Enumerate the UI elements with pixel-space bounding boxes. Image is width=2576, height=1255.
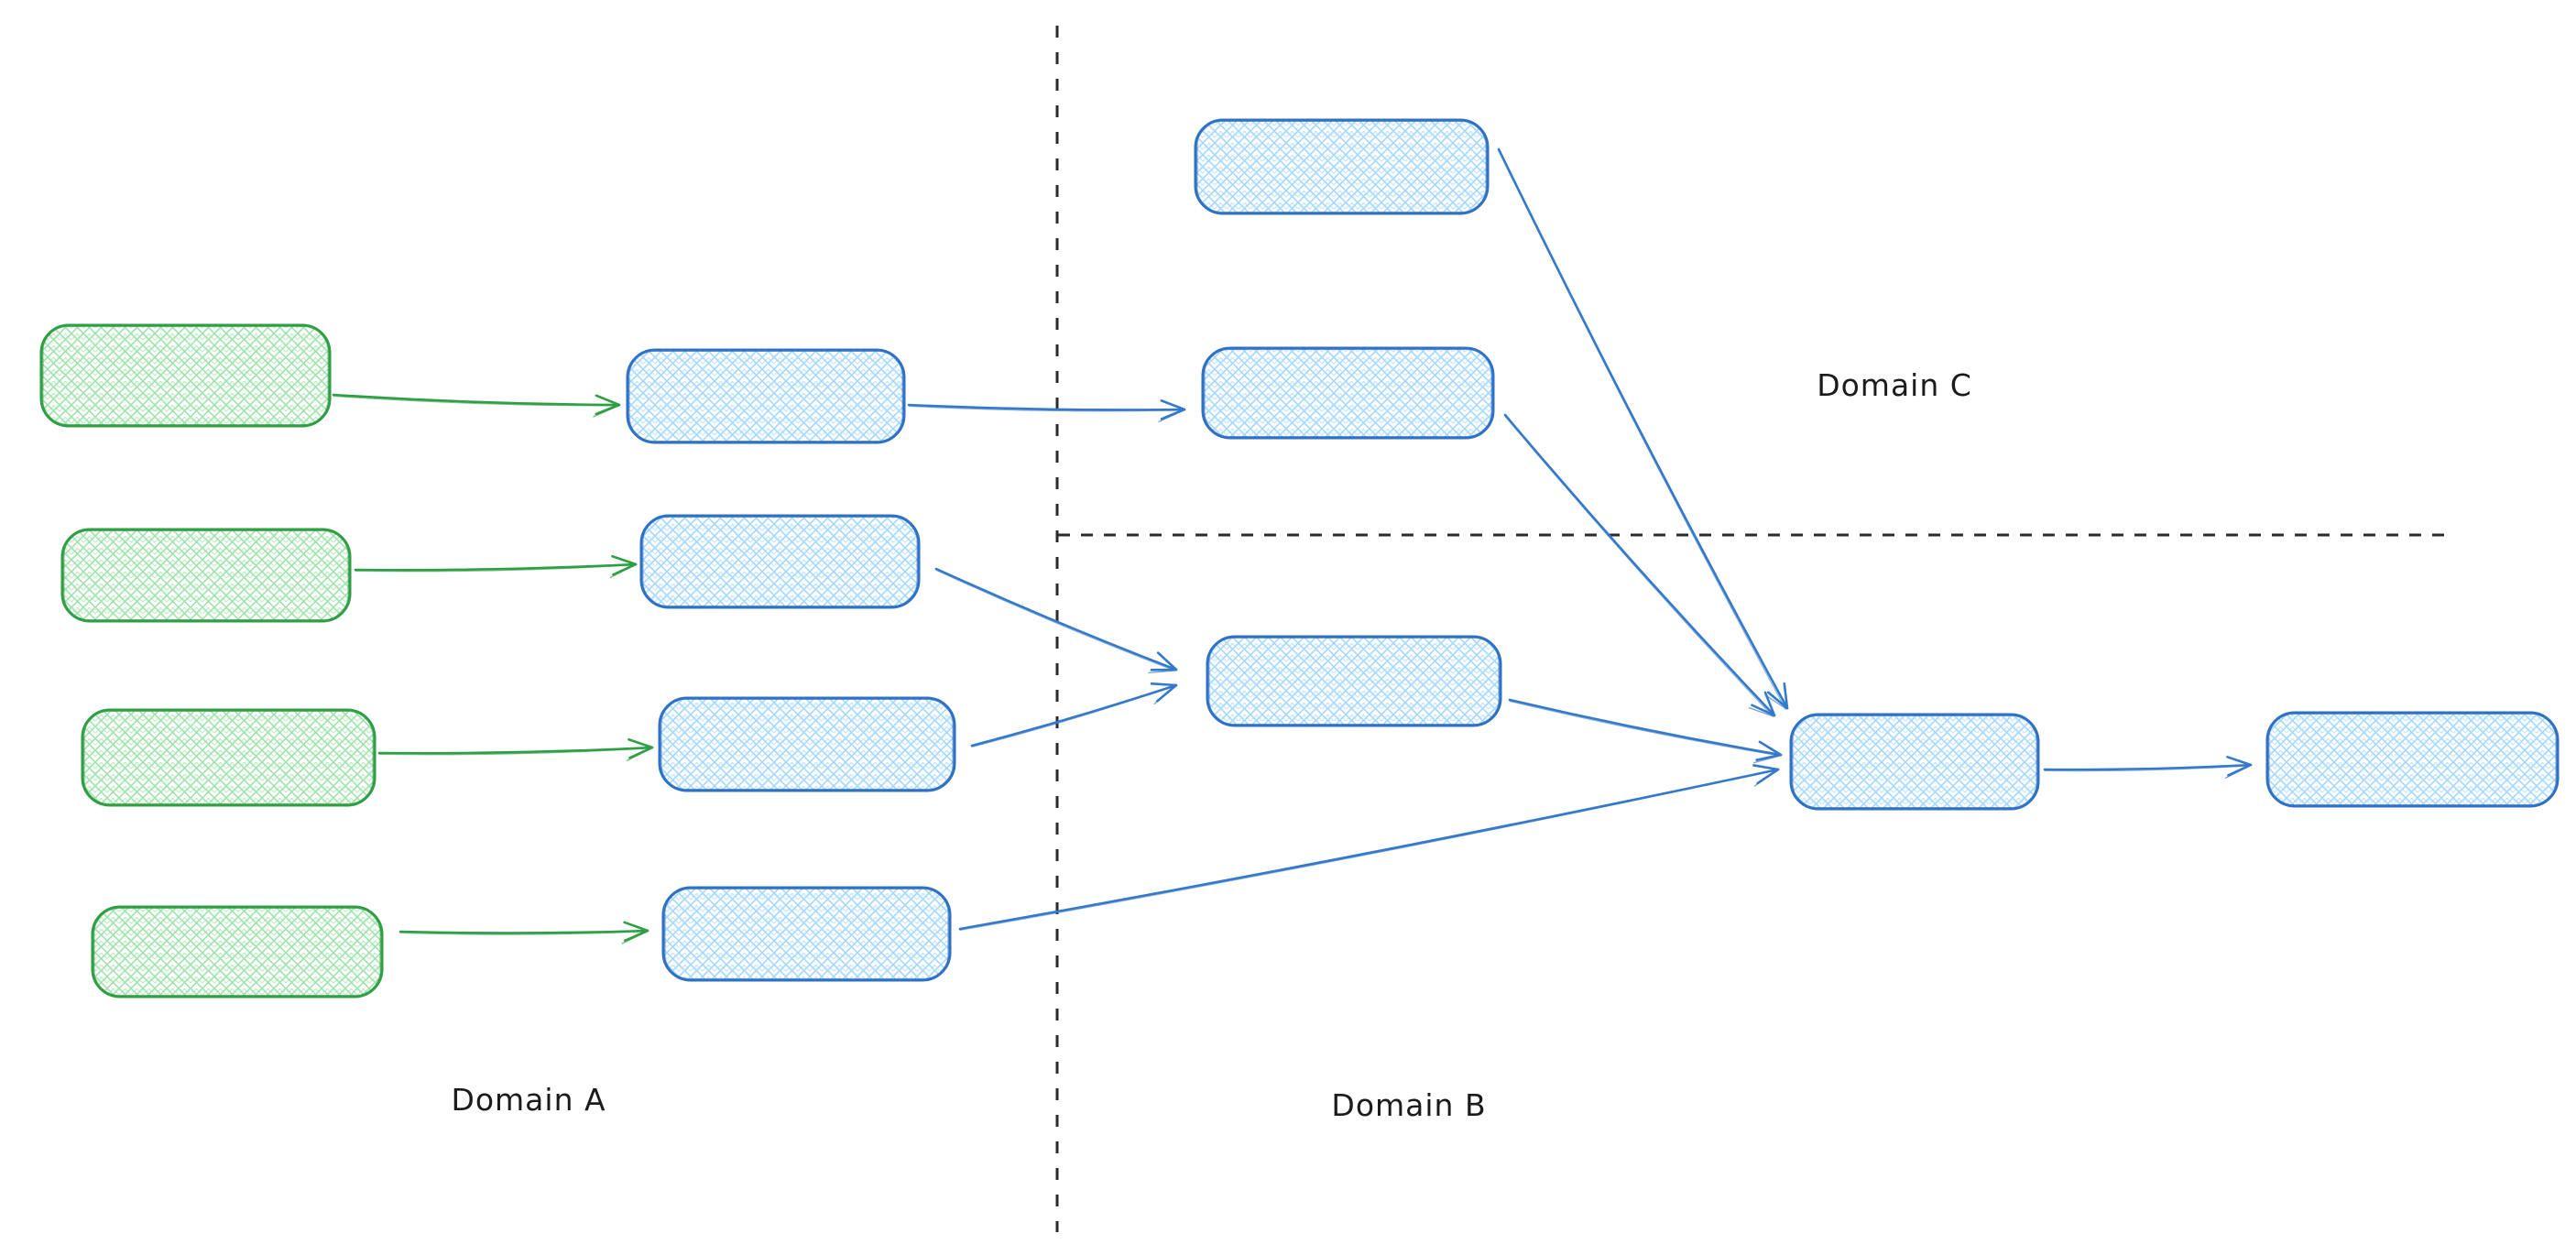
arrow-blue-5 xyxy=(1497,147,1789,710)
domain-b-label: Domain B xyxy=(1331,1087,1486,1123)
node-domain-c-box-1 xyxy=(1194,118,1490,215)
node-green-source-4 xyxy=(91,905,384,999)
node-domain-b-box-merge xyxy=(1789,713,2040,811)
node-green-source-3 xyxy=(81,708,377,807)
arrow-green-1 xyxy=(332,393,621,418)
node-domain-c-box-2 xyxy=(1201,346,1495,440)
arrow-blue-2 xyxy=(934,567,1178,673)
arrow-blue-1 xyxy=(907,399,1186,422)
arrow-green-3 xyxy=(377,737,654,761)
domain-c-label: Domain C xyxy=(1817,367,1972,403)
arrow-blue-7 xyxy=(1508,698,1783,764)
arrow-green-2 xyxy=(354,554,638,578)
node-green-source-2 xyxy=(60,528,352,623)
node-blue-stage-4 xyxy=(661,886,952,982)
node-domain-b-box-final xyxy=(2265,711,2560,808)
node-blue-stage-1 xyxy=(626,348,906,444)
node-domain-b-box-mid xyxy=(1206,635,1502,727)
node-blue-stage-2 xyxy=(639,514,921,609)
domain-a-label: Domain A xyxy=(451,1082,606,1118)
arrow-green-4 xyxy=(398,921,649,944)
arrow-blue-8 xyxy=(2043,756,2253,779)
arrow-blue-3 xyxy=(970,682,1178,748)
arrow-blue-6 xyxy=(1503,413,1776,717)
arrow-blue-4 xyxy=(958,764,1780,931)
node-green-source-1 xyxy=(39,323,332,428)
node-blue-stage-3 xyxy=(658,696,956,792)
